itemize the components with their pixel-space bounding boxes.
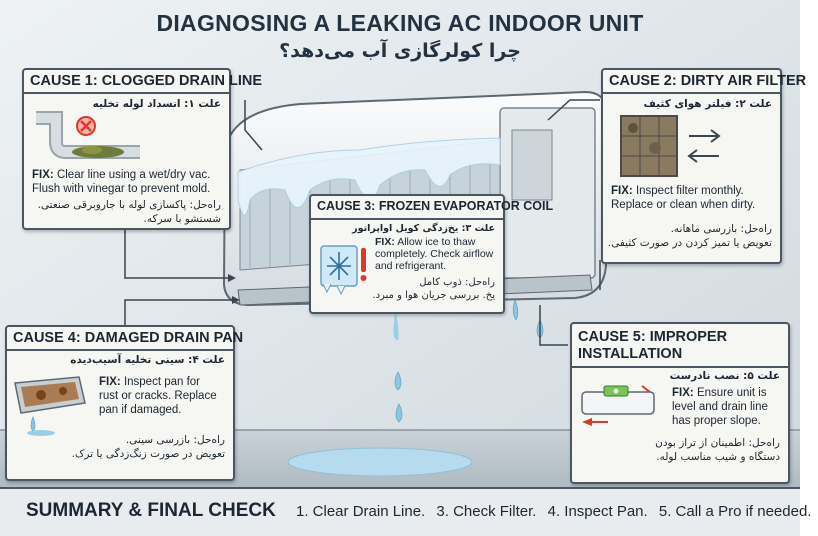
cause-1-solution-fa: راه‌حل: پاکسازی لوله با جاروبرقی صنعتی. … — [37, 199, 221, 225]
cause-2-card: CAUSE 2: DIRTY AIR FILTER علت ۲: فیلتر ه… — [601, 68, 806, 264]
dirty-filter-icon — [620, 115, 721, 177]
cause-2-fix: FIX: Inspect filter monthly. Replace or … — [611, 185, 756, 211]
divider — [7, 349, 233, 351]
page-subtitle-fa: چرا کولرگازی آب می‌دهد؟ — [279, 40, 521, 62]
divider — [24, 92, 229, 94]
divider — [572, 366, 788, 368]
cause-1-fix: FIX: Clear line using a wet/dry vac. Flu… — [32, 169, 211, 195]
summary-checklist: 1. Clear Drain Line. 3. Check Filter. 4.… — [296, 503, 818, 520]
clogged-pipe-icon — [36, 111, 140, 159]
summary-item: 3. Check Filter. — [436, 503, 537, 520]
cause-4-heading: CAUSE 4: DAMAGED DRAIN PAN — [13, 330, 244, 346]
cause-4-heading-fa: علت ۴: سینی تخلیه آسیب‌دیده — [70, 354, 225, 366]
cause-4-solution-fa: راه‌حل: بازرسی سینی. تعویض در صورت زنگ‌ز… — [71, 434, 225, 460]
cause-5-card: CAUSE 5: IMPROPER INSTALLATION علت ۵: نص… — [570, 322, 790, 484]
summary-item: 5. Call a Pro if needed. — [658, 503, 812, 520]
cause-3-solution-fa: راه‌حل: ذوب کامل یخ. بررسی جریان هوا و م… — [372, 277, 495, 301]
cause-4-fix: FIX: Inspect pan for rust or cracks. Rep… — [99, 376, 217, 416]
summary-bar — [0, 487, 800, 536]
cause-5-heading: CAUSE 5: IMPROPER INSTALLATION — [578, 329, 728, 362]
cause-1-heading: CAUSE 1: CLOGGED DRAIN LINE — [30, 73, 263, 89]
summary-title: SUMMARY & FINAL CHECK — [26, 500, 276, 521]
cause-2-heading-fa: علت ۲: فیلتر هوای کثیف — [643, 98, 772, 110]
cause-4-card: CAUSE 4: DAMAGED DRAIN PAN علت ۴: سینی ت… — [5, 325, 243, 481]
divider — [311, 218, 503, 220]
cause-3-fix: FIX: Allow ice to thaw completely. Check… — [375, 236, 494, 272]
page-title: DIAGNOSING A LEAKING AC INDOOR UNIT — [156, 10, 644, 36]
summary-item: 4. Inspect Pan. — [547, 503, 648, 520]
cause-2-heading: CAUSE 2: DIRTY AIR FILTER — [609, 73, 807, 89]
divider — [603, 92, 780, 94]
rusty-pan-icon — [14, 376, 86, 436]
cause-1-card: CAUSE 1: CLOGGED DRAIN LINE علت ۱: انسدا… — [22, 68, 262, 230]
cause-1-heading-fa: علت ۱: انسداد لوله تخلیه — [92, 98, 221, 110]
water-puddle — [287, 447, 473, 477]
cause-3-heading-fa: علت ۳: یخ‌زدگی کویل اواپراتور — [352, 223, 495, 234]
summary-item: 1. Clear Drain Line. — [296, 503, 426, 520]
frozen-coil-icon — [320, 245, 367, 296]
cause-5-solution-fa: راه‌حل: اطمینان از تراز بودن دستگاه و شی… — [655, 437, 780, 463]
cause-5-heading-fa: علت ۵: نصب نادرست — [669, 370, 780, 382]
ac-indoor-unit — [222, 90, 607, 423]
cause-3-card: CAUSE 3: FROZEN EVAPORATOR COIL علت ۳: ی… — [309, 194, 553, 314]
cause-3-heading: CAUSE 3: FROZEN EVAPORATOR COIL — [317, 199, 554, 213]
cause-5-fix: FIX: Ensure unit is level and drain line… — [672, 387, 768, 427]
level-unit-icon — [581, 385, 655, 426]
cause-2-solution-fa: راه‌حل: بازرسی ماهانه. تعویض یا تمیز کرد… — [607, 223, 772, 249]
